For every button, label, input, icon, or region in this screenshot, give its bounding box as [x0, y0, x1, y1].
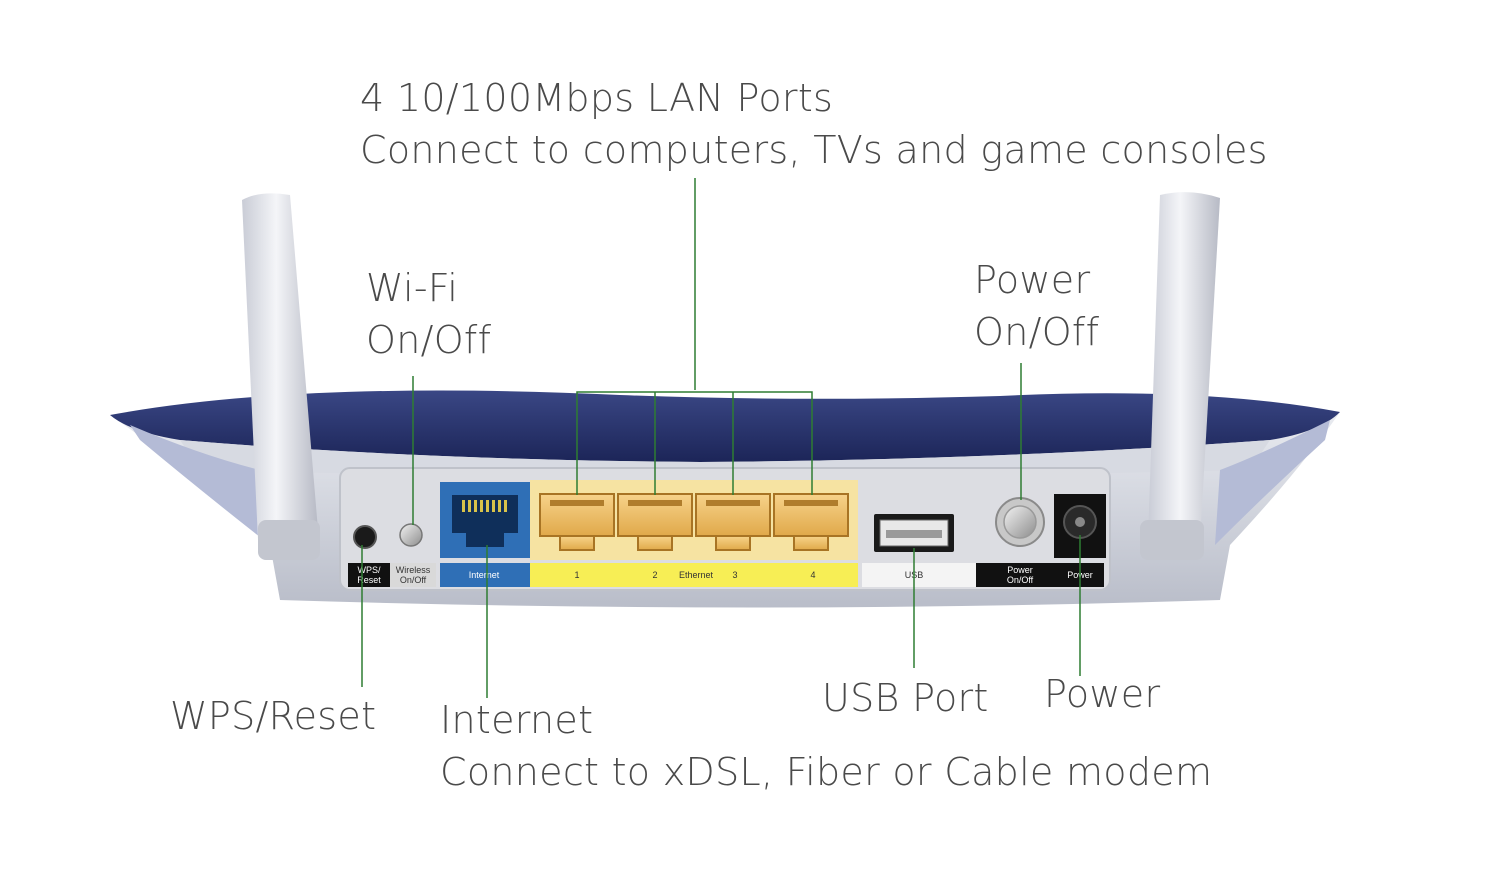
usb-port[interactable] — [874, 514, 954, 552]
power-switch-panel-label-2: On/Off — [1007, 575, 1034, 585]
lan-port-3[interactable] — [695, 493, 771, 551]
ethernet-panel-label: Ethernet — [679, 570, 714, 580]
router-top-cover — [110, 390, 1340, 462]
port-1-panel-label: 1 — [574, 570, 579, 580]
internet-label-plate — [440, 563, 530, 587]
power-switch-panel-label-1: Power — [1007, 565, 1033, 575]
wifi-switch-button[interactable] — [399, 523, 423, 547]
lan-port-4[interactable] — [773, 493, 849, 551]
wifi-callout-line2: On/Off — [366, 318, 492, 362]
lan-callout: 4 10/100Mbps LAN Ports Connect to comput… — [360, 72, 1268, 176]
wps-panel-label-1: WPS/ — [357, 565, 381, 575]
lan-callout-desc: Connect to computers, TVs and game conso… — [360, 128, 1268, 172]
lan-bracket — [576, 391, 813, 495]
port-4-panel-label: 4 — [810, 570, 815, 580]
antenna-left — [242, 193, 320, 560]
wps-callout-text: WPS/Reset — [170, 694, 377, 738]
leader-lines — [361, 178, 1081, 698]
wps-callout: WPS/Reset — [170, 690, 376, 742]
lan-callout-title: 4 10/100Mbps LAN Ports — [360, 76, 834, 120]
ethernet-label-plate — [530, 563, 858, 587]
antenna-right — [1140, 192, 1220, 560]
internet-callout: Internet Connect to xDSL, Fiber or Cable… — [440, 694, 1212, 798]
power-switch-callout-line1: Power — [974, 258, 1091, 302]
power-callout: Power — [1044, 668, 1160, 720]
power-switch-callout: Power On/Off — [974, 254, 1099, 358]
power-callout-text: Power — [1044, 672, 1161, 716]
wifi-callout: Wi-Fi On/Off — [366, 262, 491, 366]
lan-port-2[interactable] — [617, 493, 693, 551]
usb-callout-text: USB Port — [822, 676, 989, 720]
wireless-panel-label-1: Wireless — [396, 565, 431, 575]
power-label-plate — [976, 563, 1104, 587]
port-2-panel-label: 2 — [652, 570, 657, 580]
port-3-panel-label: 3 — [732, 570, 737, 580]
internet-panel-label: Internet — [469, 570, 500, 580]
wireless-panel-label-2: On/Off — [400, 575, 427, 585]
usb-callout: USB Port — [822, 672, 989, 724]
internet-callout-title: Internet — [440, 698, 594, 742]
wps-panel-label-2: Reset — [357, 575, 381, 585]
wps-reset-button[interactable] — [353, 525, 377, 549]
wifi-callout-line1: Wi-Fi — [366, 266, 459, 310]
power-switch-button[interactable] — [995, 497, 1045, 547]
internet-callout-desc: Connect to xDSL, Fiber or Cable modem — [440, 750, 1213, 794]
wps-label-plate — [348, 563, 390, 587]
power-switch-callout-line2: On/Off — [974, 310, 1100, 354]
internet-port[interactable] — [440, 482, 530, 558]
